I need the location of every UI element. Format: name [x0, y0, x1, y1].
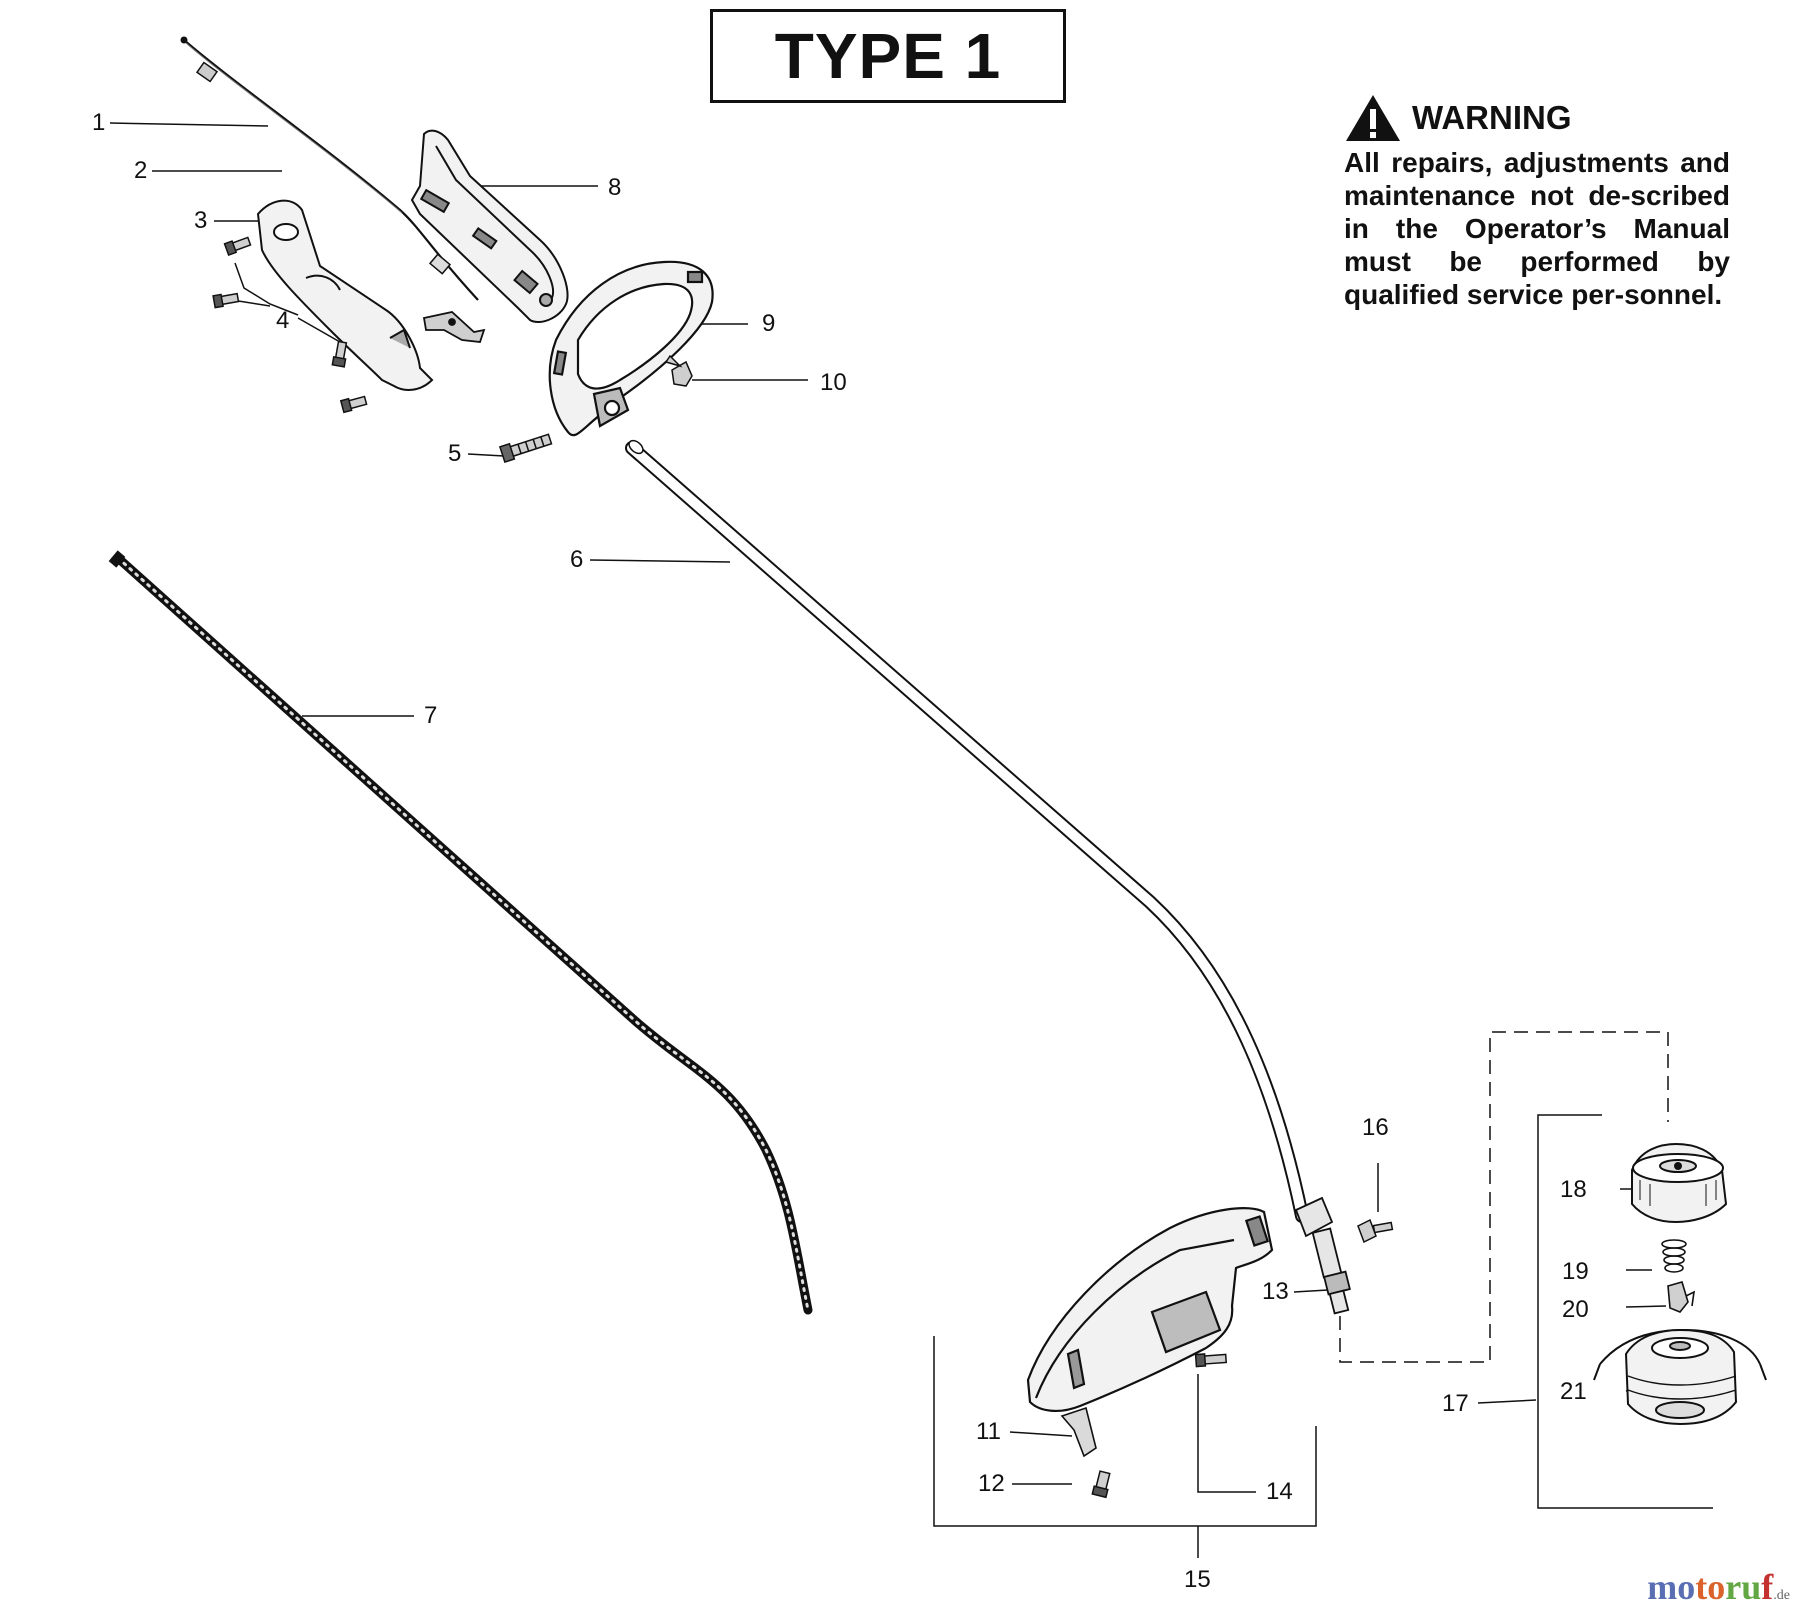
part-11-line-cutter [1060, 1406, 1097, 1458]
callout-9: 9 [762, 310, 776, 337]
part-6-shaft-tube [625, 439, 1309, 1223]
warning-block: WARNING All repairs, adjustments and mai… [1344, 92, 1730, 311]
callout-11: 11 [976, 1418, 1001, 1445]
leader-lines [109, 122, 1713, 1558]
diagram-title: TYPE 1 [710, 9, 1066, 103]
part-4-screws [212, 236, 368, 414]
warning-text: All repairs, adjustments and maintenance… [1344, 147, 1730, 310]
callout-18: 18 [1560, 1176, 1587, 1203]
part-15-trimmer-guard [1026, 1207, 1274, 1412]
part-2-throttle-trigger [422, 311, 486, 343]
part-13-shaft-coupling [1294, 1196, 1351, 1315]
callout-5: 5 [448, 440, 462, 467]
part-20-eyelet [1667, 1281, 1696, 1313]
part-18-spool-cover [1631, 1142, 1728, 1224]
callout-21: 21 [1560, 1378, 1587, 1405]
callout-4: 4 [276, 307, 290, 334]
callout-6: 6 [570, 546, 584, 573]
callout-16: 16 [1362, 1114, 1389, 1141]
part-16-wing-bolt [1357, 1218, 1394, 1244]
watermark-logo: motorufmotoruf.de [1647, 1567, 1790, 1607]
callout-15: 15 [1184, 1566, 1211, 1593]
part-8-handle-half [410, 129, 569, 323]
callout-14: 14 [1266, 1478, 1293, 1505]
part-7-drive-shaft [108, 550, 813, 1315]
callout-2: 2 [134, 157, 148, 184]
warning-triangle-icon [1346, 95, 1400, 141]
callout-19: 19 [1562, 1258, 1589, 1285]
part-1-throttle-cable [180, 36, 479, 301]
dashed-assembly-lines [1339, 1031, 1669, 1363]
warning-heading: WARNING [1412, 99, 1572, 136]
callout-8: 8 [608, 174, 622, 201]
callout-20: 20 [1562, 1296, 1589, 1323]
part-9-loop-handle [548, 260, 714, 437]
callout-7: 7 [424, 702, 438, 729]
callout-12: 12 [978, 1470, 1005, 1497]
callout-10: 10 [820, 369, 847, 396]
part-21-spool [1593, 1328, 1767, 1426]
part-5-bolt [498, 433, 553, 464]
watermark-tld: .de [1773, 1588, 1790, 1603]
part-10-wing-nut [664, 354, 693, 387]
callout-17: 17 [1442, 1390, 1469, 1417]
part-3-handle-half [256, 199, 434, 391]
callout-1: 1 [92, 109, 106, 136]
callout-13: 13 [1262, 1278, 1289, 1305]
warning-header: WARNING [1344, 92, 1730, 144]
callout-3: 3 [194, 207, 208, 234]
part-14-screw [1194, 1353, 1228, 1368]
part-12-screw [1091, 1470, 1111, 1499]
part-19-spring [1661, 1239, 1687, 1273]
